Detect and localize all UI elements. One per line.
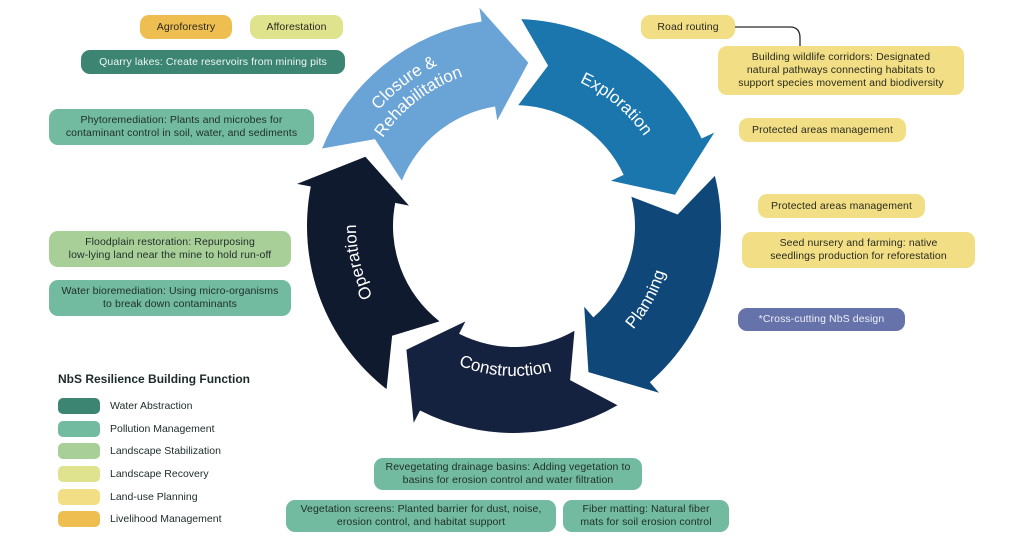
legend: NbS Resilience Building Function Water A… bbox=[58, 372, 250, 531]
text-line: support species movement and biodiversit… bbox=[738, 77, 944, 89]
nbs-cross-cutting-design: *Cross-cutting NbS design bbox=[738, 308, 905, 331]
nbs-quarry-lakes-text: Quarry lakes: Create reservoirs from min… bbox=[99, 55, 327, 68]
nbs-road-routing: Road routing bbox=[641, 15, 735, 39]
text-line: basins for erosion control and water fil… bbox=[402, 474, 614, 486]
text-line: low-lying land near the mine to hold run… bbox=[68, 249, 272, 261]
nbs-revegetating-drainage: Revegetating drainage basins: Adding veg… bbox=[374, 458, 642, 490]
legend-item: Livelihood Management bbox=[58, 508, 250, 531]
legend-label: Landscape Recovery bbox=[110, 468, 209, 481]
stage-arrow-operation bbox=[297, 156, 440, 390]
legend-swatch bbox=[58, 420, 100, 437]
text-line: Revegetating drainage basins: Adding veg… bbox=[385, 461, 631, 473]
legend-swatch bbox=[58, 443, 100, 460]
text-line: erosion control, and habitat support bbox=[336, 516, 506, 528]
legend-item: Landscape Recovery bbox=[58, 463, 250, 486]
nbs-protected-areas-text: Protected areas management bbox=[771, 199, 912, 212]
nbs-seed-nursery: Seed nursery and farming: native seedlin… bbox=[742, 232, 975, 268]
legend-label: Landscape Stabilization bbox=[110, 445, 221, 458]
connector-line bbox=[735, 26, 801, 46]
legend-item: Landscape Stabilization bbox=[58, 440, 250, 463]
nbs-cross-cutting-text: *Cross-cutting NbS design bbox=[758, 313, 885, 325]
stage-arrow-closure bbox=[322, 7, 529, 181]
legend-label: Water Abstraction bbox=[110, 400, 193, 413]
legend-swatch bbox=[58, 466, 100, 483]
nbs-agroforestry-text: Agroforestry bbox=[156, 20, 216, 33]
nbs-protected-areas-exploration: Protected areas management bbox=[739, 118, 906, 142]
stage-arrow-exploration bbox=[518, 19, 715, 195]
legend-swatch bbox=[58, 511, 100, 528]
stage-arrow-construction bbox=[406, 321, 618, 434]
legend-title: NbS Resilience Building Function bbox=[58, 372, 251, 386]
nbs-phytoremediation: Phytoremediation: Plants and microbes fo… bbox=[49, 109, 314, 145]
text-line: to break down contaminants bbox=[103, 298, 237, 310]
legend-item: Land-use Planning bbox=[58, 485, 250, 508]
text-line: mats for soil erosion control bbox=[580, 516, 712, 528]
legend-label: Pollution Management bbox=[110, 422, 215, 435]
text-line: Building wildlife corridors: Designated bbox=[751, 51, 931, 63]
nbs-quarry-lakes: Quarry lakes: Create reservoirs from min… bbox=[81, 50, 345, 74]
nbs-fiber-matting: Fiber matting: Natural fiber mats for so… bbox=[563, 500, 729, 532]
nbs-afforestation-text: Afforestation bbox=[266, 20, 327, 33]
nbs-vegetation-screens: Vegetation screens: Planted barrier for … bbox=[286, 500, 556, 532]
legend-label: Land-use Planning bbox=[110, 490, 198, 503]
stage-arrow-planning bbox=[584, 175, 721, 393]
text-line: Fiber matting: Natural fiber bbox=[582, 503, 710, 515]
text-line: Floodplain restoration: Repurposing bbox=[85, 236, 255, 248]
legend-swatch bbox=[58, 398, 100, 415]
legend-label: Livelihood Management bbox=[110, 513, 222, 526]
nbs-protected-areas-planning: Protected areas management bbox=[758, 194, 925, 218]
text-line: Vegetation screens: Planted barrier for … bbox=[300, 503, 542, 515]
legend-item: Pollution Management bbox=[58, 418, 250, 441]
nbs-road-routing-text: Road routing bbox=[657, 20, 719, 33]
nbs-water-bioremediation: Water bioremediation: Using micro-organi… bbox=[49, 280, 291, 316]
nbs-wildlife-corridors: Building wildlife corridors: Designated … bbox=[718, 46, 964, 95]
nbs-agroforestry: Agroforestry bbox=[140, 15, 232, 39]
text-line: contaminant control in soil, water, and … bbox=[65, 127, 298, 139]
text-line: Water bioremediation: Using micro-organi… bbox=[61, 285, 279, 297]
legend-item: Water Abstraction bbox=[58, 395, 250, 418]
text-line: natural pathways connecting habitats to bbox=[746, 64, 936, 76]
nbs-protected-areas-text: Protected areas management bbox=[752, 123, 893, 136]
text-line: Seed nursery and farming: native bbox=[779, 237, 938, 249]
legend-swatch bbox=[58, 488, 100, 505]
text-line: seedlings production for reforestation bbox=[770, 250, 947, 262]
nbs-floodplain-restoration: Floodplain restoration: Repurposing low-… bbox=[49, 231, 291, 267]
text-line: Phytoremediation: Plants and microbes fo… bbox=[80, 114, 283, 126]
nbs-afforestation: Afforestation bbox=[250, 15, 343, 39]
